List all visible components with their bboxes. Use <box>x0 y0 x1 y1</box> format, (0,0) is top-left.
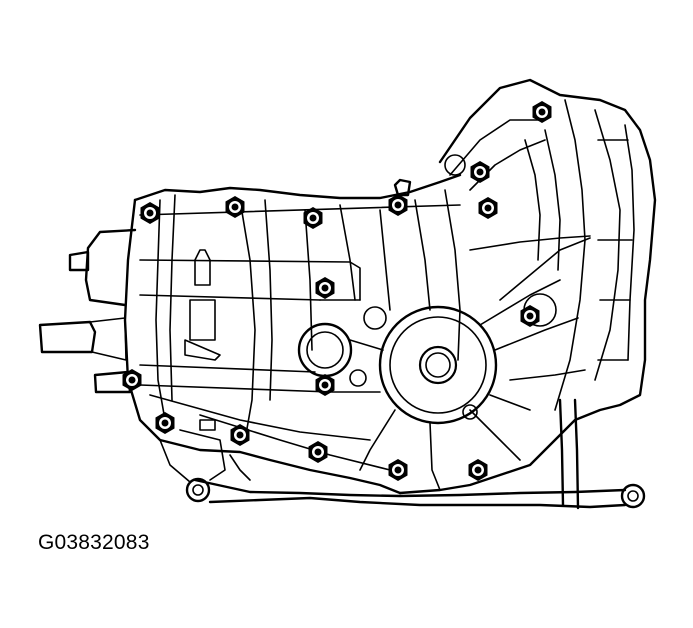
breather-fitting <box>393 178 412 197</box>
bolt-icon <box>225 196 245 218</box>
figure-id-label: G03832083 <box>38 531 150 554</box>
bolt-icon <box>468 459 488 481</box>
bolt-icon <box>388 459 408 481</box>
bolt-icon <box>308 441 328 463</box>
bolt-icon <box>388 194 408 216</box>
bolt-icon <box>532 101 552 123</box>
output-flange <box>349 279 561 491</box>
bolt-icon <box>122 369 142 391</box>
mount-bracket <box>159 398 646 510</box>
bolt-icon <box>230 424 250 446</box>
bolt-icon <box>303 207 323 229</box>
bolt-icon <box>470 161 490 183</box>
case-bolts <box>122 101 552 481</box>
bolt-icon <box>520 305 540 327</box>
input-shaft <box>38 228 137 394</box>
bolt-icon <box>140 202 160 224</box>
bolt-icon <box>155 412 175 434</box>
bolt-icon <box>315 277 335 299</box>
bolt-icon <box>315 374 335 396</box>
main-case <box>123 173 462 495</box>
bolt-icon <box>478 197 498 219</box>
bell-housing <box>398 78 657 495</box>
